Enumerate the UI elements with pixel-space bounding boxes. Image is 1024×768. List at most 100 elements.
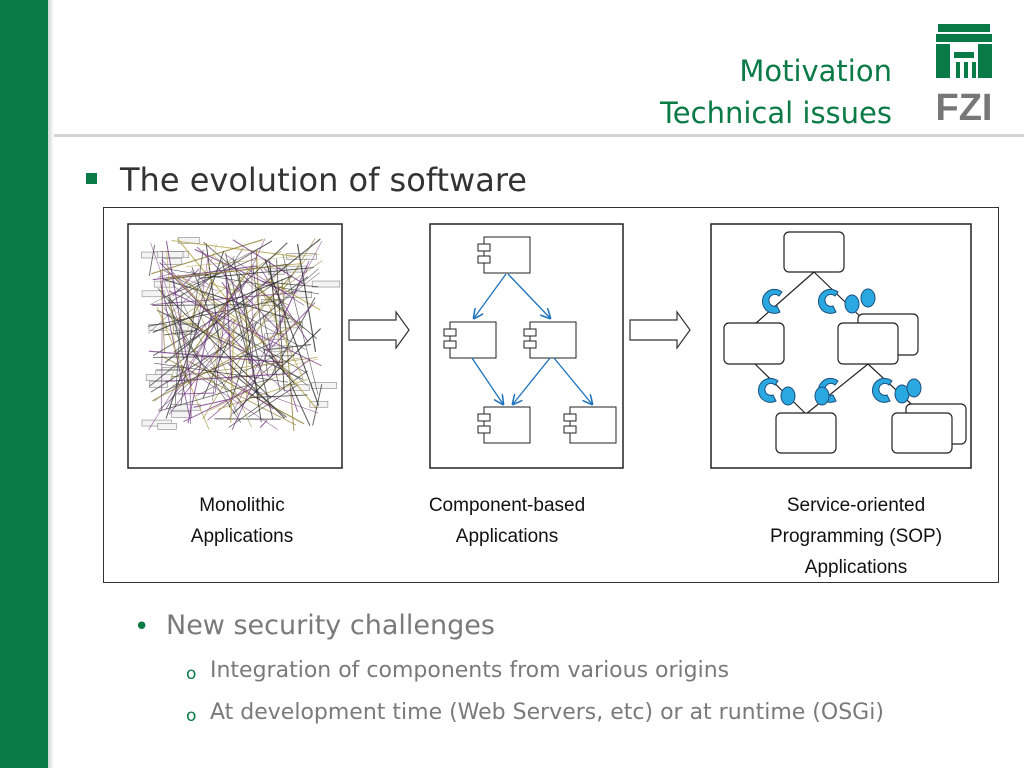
title-line-2: Technical issues xyxy=(660,96,892,130)
dependency-line xyxy=(264,259,320,406)
dependency-line xyxy=(240,313,256,342)
dependency-line xyxy=(151,320,302,402)
dependency-line xyxy=(248,384,298,418)
dependency-line xyxy=(228,322,257,408)
required-interface-icon xyxy=(762,288,783,314)
dependency-line xyxy=(191,266,222,345)
dependency-line xyxy=(167,296,272,399)
dependency-line xyxy=(170,273,237,340)
arrow-right-icon xyxy=(348,310,410,350)
caption-monolithic: Monolithic Applications xyxy=(142,490,342,552)
dependency-line xyxy=(247,273,289,321)
dependency-line xyxy=(187,317,212,424)
dependency-line xyxy=(289,382,311,426)
circle-bullet-icon: o xyxy=(186,664,197,684)
dependency-line xyxy=(152,311,226,357)
dependency-line xyxy=(193,398,233,408)
service-nodes xyxy=(723,231,967,454)
component-port xyxy=(477,413,491,422)
logo-text: FZI xyxy=(936,87,993,124)
dependency-line xyxy=(174,292,183,408)
dependency-line xyxy=(152,304,251,306)
dependency-line xyxy=(263,343,311,351)
caption-line: Service-oriented xyxy=(786,495,926,516)
service-node xyxy=(783,231,845,273)
fzi-logo: FZI xyxy=(936,24,993,124)
provided-interface-icon xyxy=(780,386,796,406)
service-connectors xyxy=(758,288,922,406)
dependency-line xyxy=(190,278,214,321)
dependency-line xyxy=(166,268,320,295)
dependency-line xyxy=(195,347,291,397)
dependency-line xyxy=(209,271,280,363)
dependency-line xyxy=(183,387,253,423)
component-box xyxy=(449,321,497,359)
slide-title: Motivation Technical issues xyxy=(660,50,892,134)
dependency-line xyxy=(289,388,299,413)
dependency-line xyxy=(154,362,289,383)
service-node xyxy=(891,412,953,454)
arrow-right-icon xyxy=(629,310,691,350)
component-port xyxy=(477,425,491,434)
dependency-line xyxy=(227,362,286,419)
dependency-line xyxy=(193,264,253,352)
dependency-line xyxy=(162,269,306,350)
service-node xyxy=(723,322,785,365)
module-box xyxy=(141,251,159,259)
header-divider xyxy=(54,134,1024,137)
dependency-line xyxy=(263,267,268,272)
dependency-line xyxy=(232,258,274,420)
dependency-line xyxy=(182,302,239,416)
dependency-line xyxy=(228,240,323,421)
dependency-line xyxy=(235,375,287,418)
component-port xyxy=(523,328,537,337)
dependency-line xyxy=(192,353,243,404)
main-bullet-text: The evolution of software xyxy=(120,161,527,199)
component-diagram xyxy=(443,236,617,444)
provided-interface-icon xyxy=(906,378,922,398)
dependency-line xyxy=(190,279,249,341)
dependency-line xyxy=(312,384,323,426)
caption-service: Service-oriented Programming (SOP) Appli… xyxy=(736,490,976,583)
caption-line: Applications xyxy=(190,526,294,547)
caption-component: Component-based Applications xyxy=(397,490,617,552)
dependency-line xyxy=(199,267,314,279)
component-port xyxy=(443,340,457,349)
dependency-line xyxy=(196,246,284,335)
provided-interface-icon xyxy=(814,386,830,406)
module-box xyxy=(311,280,341,288)
component-port xyxy=(443,328,457,337)
title-line-1: Motivation xyxy=(739,54,892,88)
module-box xyxy=(141,290,166,298)
component-port xyxy=(477,255,491,264)
dependency-line xyxy=(148,244,156,277)
dependency-line xyxy=(157,272,175,278)
caption-line: Component-based xyxy=(428,495,586,516)
dependency-line xyxy=(232,239,306,286)
service-node xyxy=(837,322,899,365)
dependency-line xyxy=(250,394,308,398)
dependency-line xyxy=(149,318,233,387)
component-box xyxy=(483,236,531,274)
module-box xyxy=(170,403,201,411)
sub-sub-bullet-text: Integration of components from various o… xyxy=(210,658,730,683)
dependency-line xyxy=(167,305,255,368)
dependency-line xyxy=(151,292,297,306)
caption-line: Applications xyxy=(455,526,559,547)
caption-line: Applications xyxy=(804,557,908,578)
caption-line: Programming (SOP) xyxy=(769,526,943,547)
required-interface-icon xyxy=(872,377,893,403)
dependency-line xyxy=(148,350,284,364)
dependency-line xyxy=(177,392,216,395)
component-box xyxy=(569,406,617,444)
required-interface-icon xyxy=(818,288,839,314)
dependency-line xyxy=(168,290,322,367)
dependency-line xyxy=(186,253,320,267)
dependency-line xyxy=(165,281,241,410)
sub-bullet-text: New security challenges xyxy=(166,610,495,641)
module-box xyxy=(173,324,196,331)
square-bullet-icon xyxy=(86,173,97,184)
monolithic-tangle xyxy=(141,237,341,431)
module-box xyxy=(309,400,329,408)
left-sidebar-bar xyxy=(0,0,48,768)
